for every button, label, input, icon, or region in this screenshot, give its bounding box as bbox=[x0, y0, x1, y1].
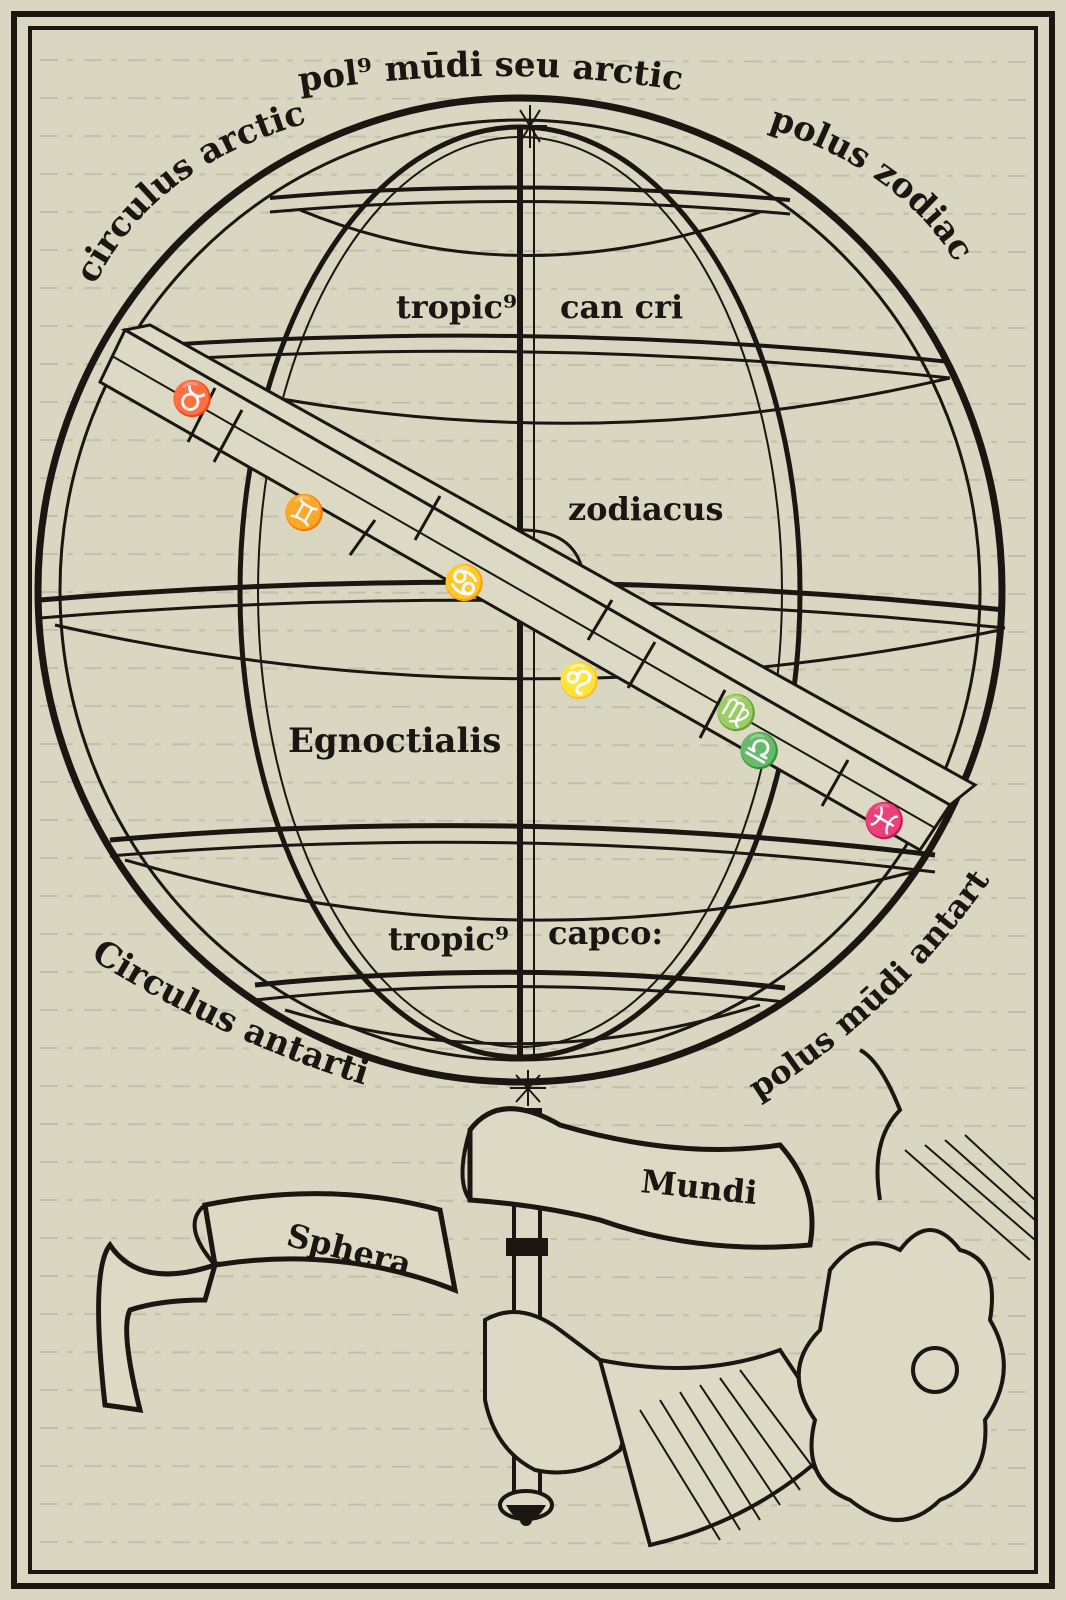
tropic-capricorn-band bbox=[109, 823, 936, 922]
label-tropicus-cancri-left: tropic⁹ bbox=[396, 288, 517, 326]
cloud bbox=[796, 1048, 1036, 1522]
label-tropicus-cancri-right: can cri bbox=[560, 288, 683, 326]
outer-meridian-ring bbox=[34, 94, 1006, 1086]
label-equinoctialis: Egnoctialis bbox=[288, 721, 501, 761]
zodiac-band bbox=[98, 323, 978, 852]
armillary-sphere bbox=[34, 94, 1006, 1106]
south-pole-star bbox=[510, 1070, 546, 1106]
label-tropicus-capricorni-right: capco: bbox=[548, 914, 663, 952]
arctic-circle-band bbox=[269, 185, 791, 257]
bleed-line bbox=[39, 1541, 1027, 1545]
label-zodiacus: zodiacus bbox=[568, 490, 724, 528]
hand-holding-sphere bbox=[483, 1310, 843, 1548]
label-tropicus-capricorni-left: tropic⁹ bbox=[388, 920, 509, 958]
page-frame bbox=[11, 11, 1055, 1589]
banner-mundi: Mundi bbox=[460, 1106, 815, 1250]
bleed-line bbox=[39, 59, 1027, 63]
north-pole-star bbox=[513, 105, 547, 148]
antarctic-circle-band bbox=[254, 969, 786, 1046]
banner-sphera: Sphera bbox=[96, 1191, 459, 1414]
